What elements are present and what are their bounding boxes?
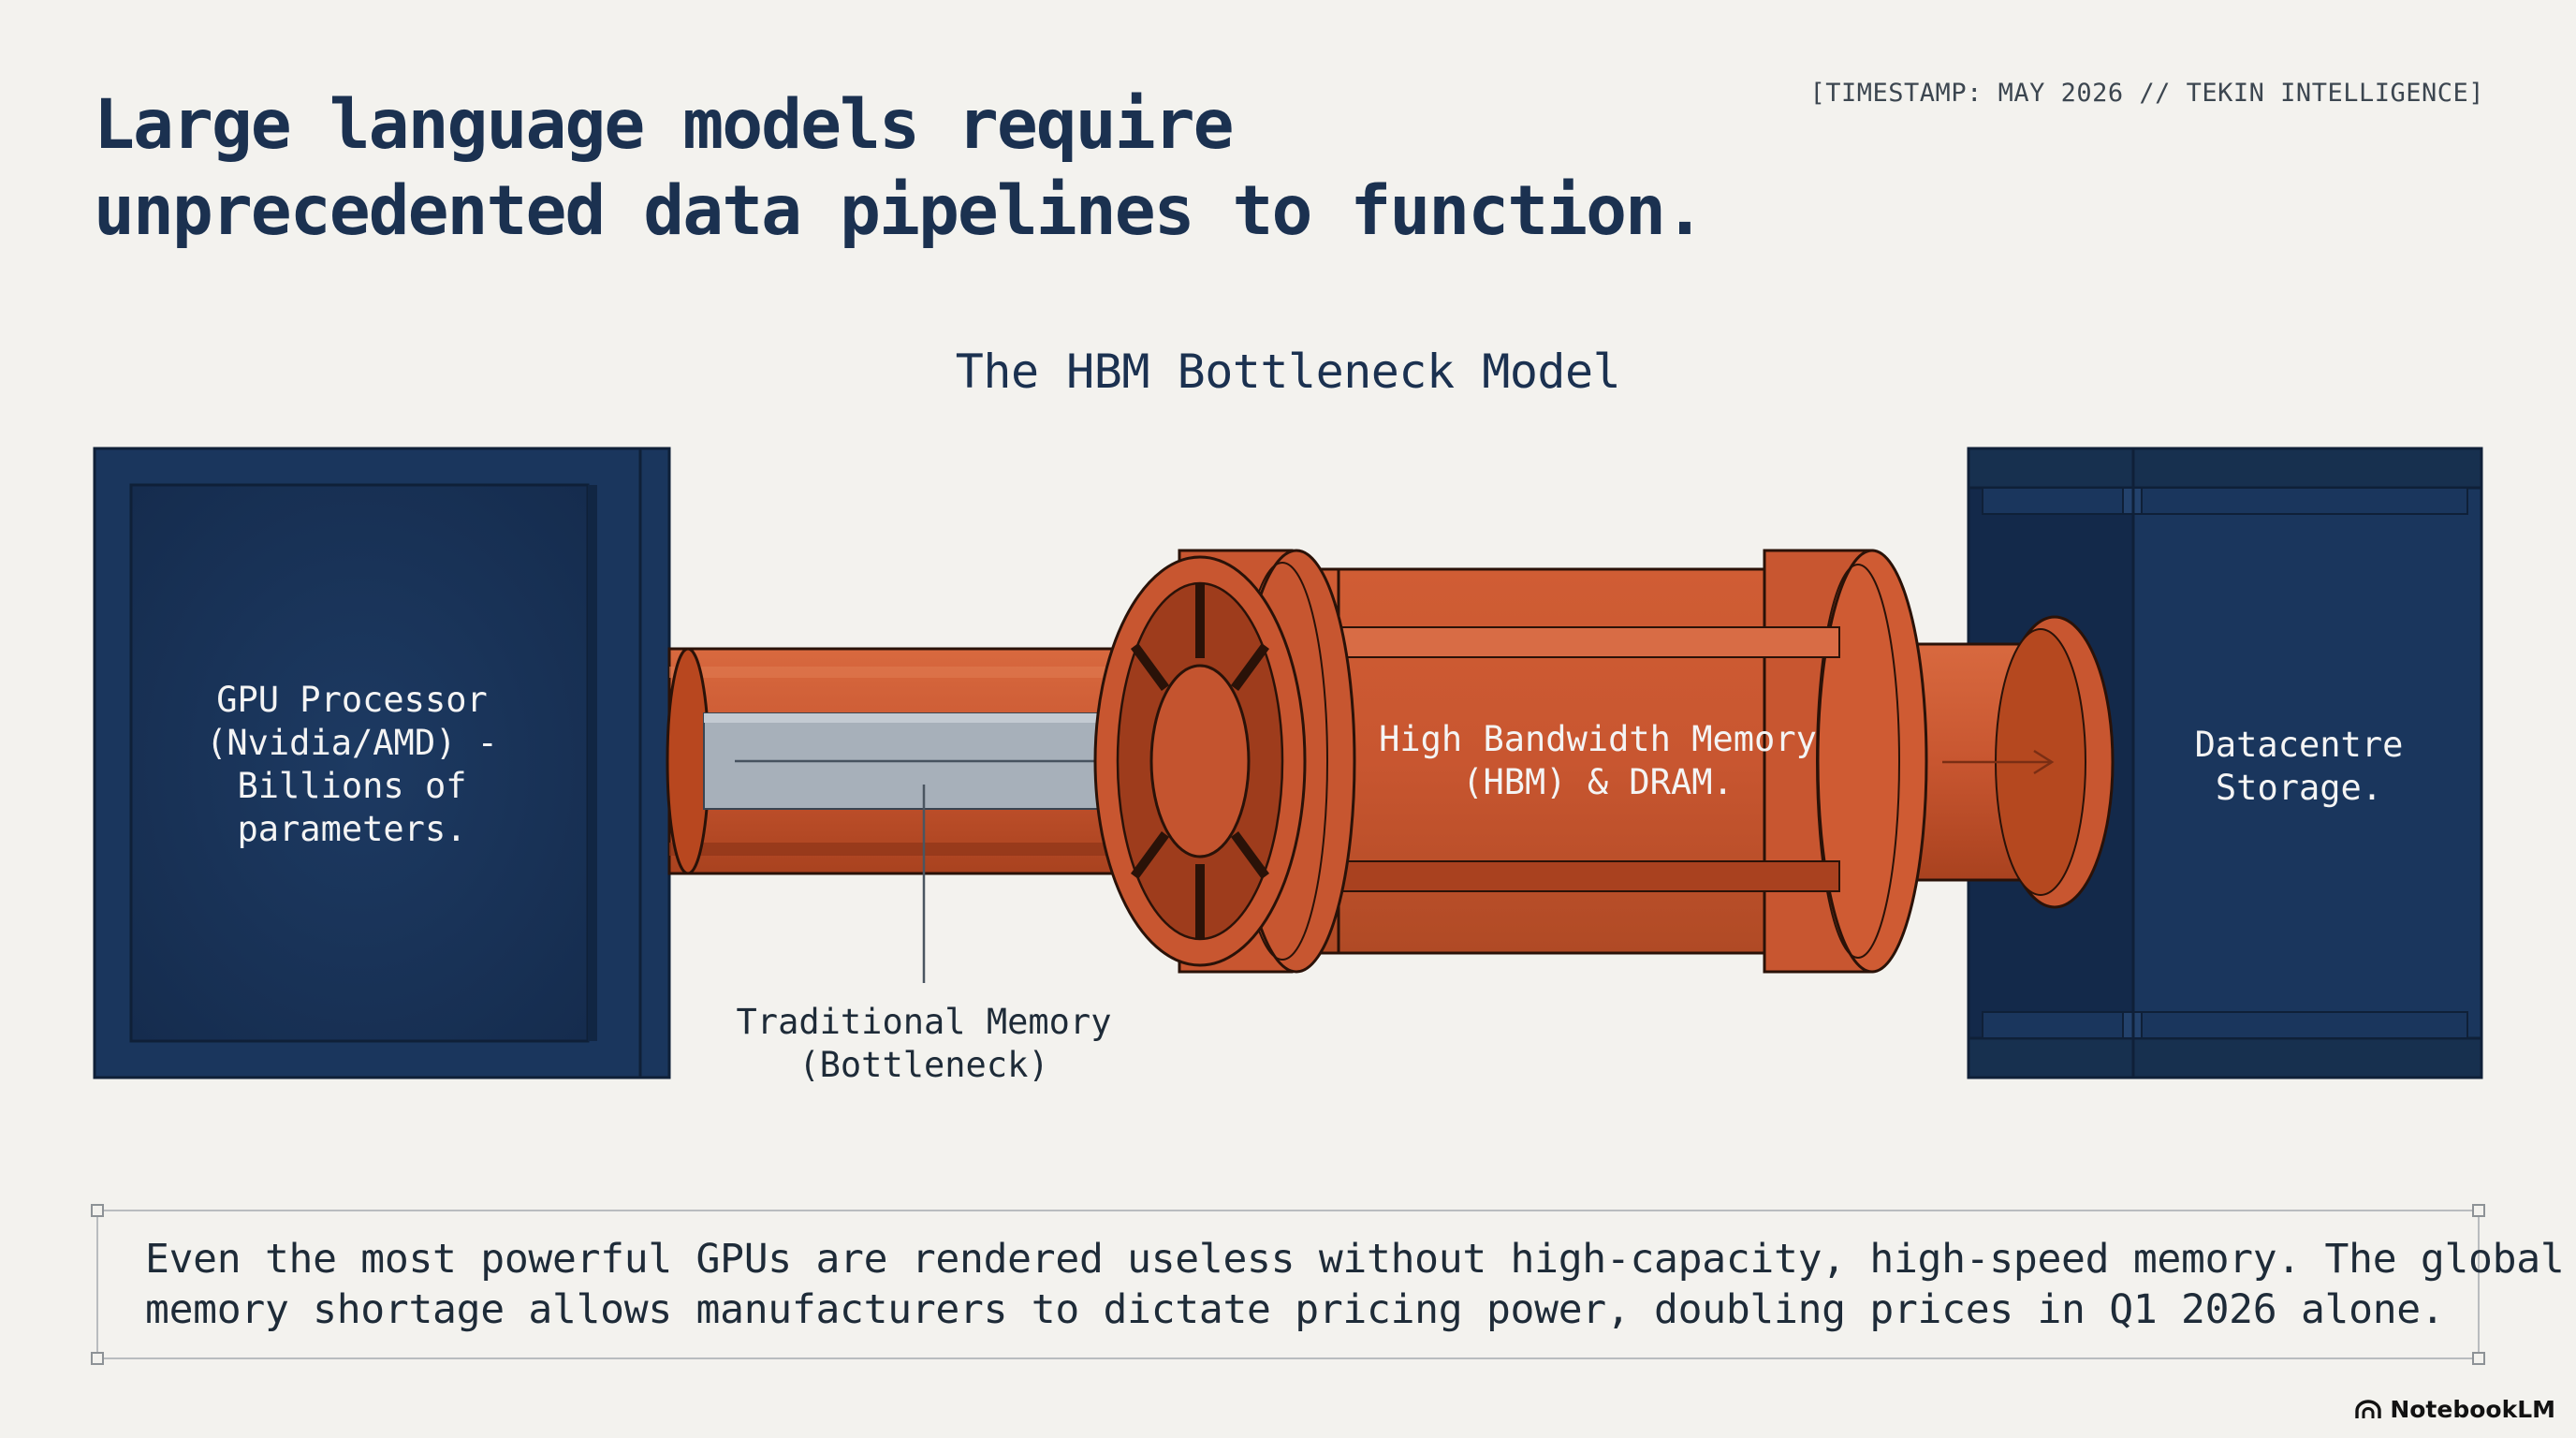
headline-line-2: unprecedented data pipelines to function…	[94, 171, 1705, 251]
caption-corner-handle	[91, 1352, 104, 1365]
caption-text: Even the most powerful GPUs are rendered…	[145, 1234, 2565, 1335]
notebooklm-logo-icon	[2355, 1399, 2382, 1418]
caption-box: Even the most powerful GPUs are rendered…	[91, 1204, 2565, 1365]
caption-corner-handle	[91, 1204, 104, 1217]
brand-label: NotebookLM	[2390, 1396, 2555, 1423]
traditional-memory-label-line-2: (Bottleneck)	[798, 1045, 1048, 1085]
caption-line-1: Even the most powerful GPUs are rendered…	[145, 1236, 2565, 1283]
traditional-memory-label-line-1: Traditional Memory	[737, 1002, 1112, 1042]
gpu-label-line-2: (Nvidia/AMD) -	[206, 723, 498, 763]
caption-corner-handle	[2472, 1204, 2485, 1217]
page-headline: Large language models require unpreceden…	[94, 82, 1705, 255]
hbm-bottleneck-diagram: GPU Processor (Nvidia/AMD) - Billions of…	[93, 447, 2483, 1085]
hbm-label-line-2: (HBM) & DRAM.	[1462, 762, 1734, 802]
gpu-label-line-1: GPU Processor	[216, 680, 488, 720]
headline-line-1: Large language models require	[94, 85, 1235, 165]
diagram-title: The HBM Bottleneck Model	[955, 345, 1621, 399]
storage-label-line-1: Datacentre	[2195, 725, 2404, 765]
gpu-label-line-3: Billions of	[237, 766, 466, 806]
notebooklm-branding: NotebookLM	[2354, 1396, 2555, 1423]
storage-label-line-2: Storage.	[2216, 768, 2382, 808]
hbm-cylinder: High Bandwidth Memory (HBM) & DRAM.	[1093, 549, 1928, 974]
timestamp-label: [TIMESTAMP: MAY 2026 // TEKIN INTELLIGEN…	[1809, 79, 2484, 108]
hbm-label-line-1: High Bandwidth Memory	[1379, 719, 1817, 759]
caption-line-2: memory shortage allows manufacturers to …	[145, 1286, 2445, 1333]
data-flow-arrow-storage-head	[2033, 749, 2055, 775]
gpu-label-line-4: parameters.	[237, 809, 466, 849]
gpu-processor-block: GPU Processor (Nvidia/AMD) - Billions of…	[93, 447, 671, 1079]
caption-corner-handle	[2472, 1352, 2485, 1365]
storage-connector-pipe	[1889, 615, 2115, 909]
